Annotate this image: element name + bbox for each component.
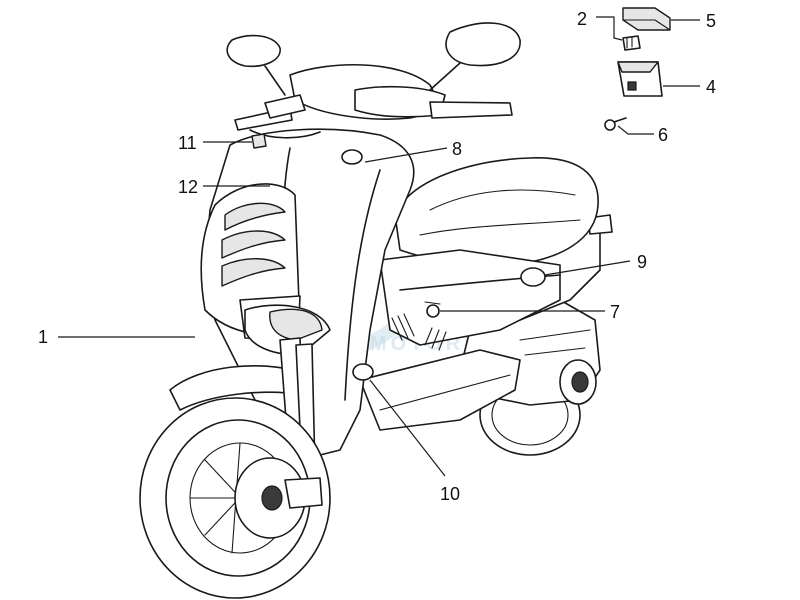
leader-9: [544, 260, 631, 276]
leader-8: [364, 147, 448, 163]
leader-lines: [58, 16, 700, 477]
part-9-grommet: [520, 267, 546, 287]
part-8-grommet: [341, 149, 363, 165]
left-mirror: [226, 34, 286, 96]
part-6-screw: [604, 117, 627, 131]
part-7-clip: [424, 301, 441, 318]
part-5-cover: [622, 7, 671, 31]
callout-10: 10: [440, 484, 460, 504]
part-4-holder: [617, 61, 663, 97]
callout-2: 2: [577, 9, 587, 29]
part-10-grommet: [352, 363, 374, 381]
callout-11: 11: [178, 133, 197, 153]
callout-8: 8: [452, 139, 462, 159]
callout-5: 5: [706, 11, 716, 31]
callout-6: 6: [658, 125, 668, 145]
leader-6: [617, 125, 654, 135]
leader-10: [369, 379, 446, 477]
front-wheel: [139, 397, 331, 599]
callout-4: 4: [706, 77, 716, 97]
right-mirror: [429, 22, 521, 91]
floorboard: [359, 349, 521, 431]
part-11-badge: [251, 133, 267, 149]
side-vent: [391, 313, 447, 351]
callout-labels: 1 2 4 5 6 7 8 9 10 11 12: [38, 9, 716, 504]
callout-1: 1: [38, 327, 48, 347]
callout-7: 7: [610, 302, 620, 322]
leader-2: [596, 16, 623, 41]
part-2-fuse: [622, 35, 641, 51]
handlebar: [234, 63, 513, 139]
callout-12: 12: [178, 177, 198, 197]
headlight: [244, 304, 331, 356]
callout-9: 9: [637, 252, 647, 272]
